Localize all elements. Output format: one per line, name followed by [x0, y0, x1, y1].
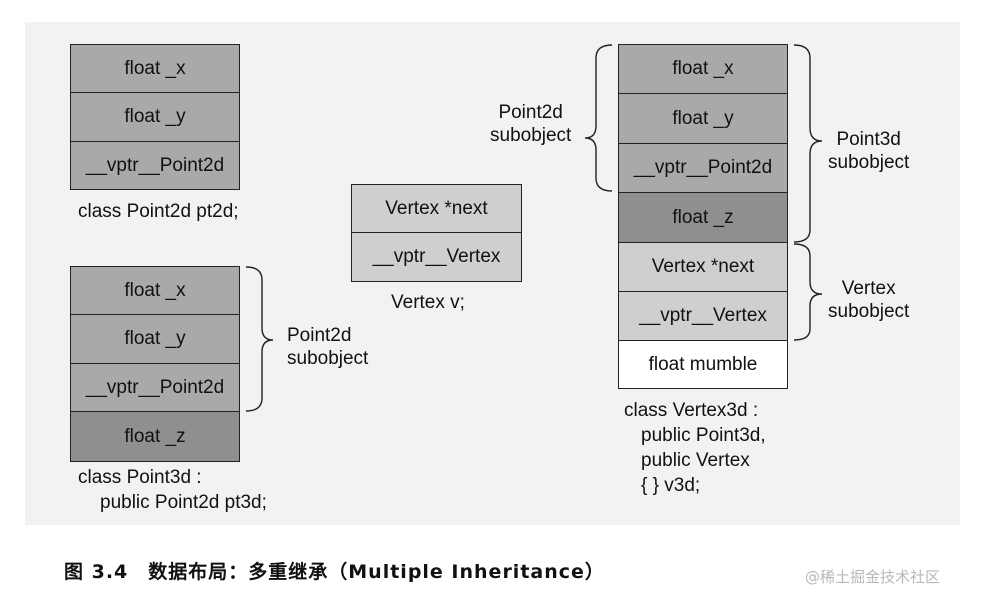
v3d-field-vptr-vertex: __vptr__Vertex	[619, 292, 787, 341]
v3d-field-x: float _x	[619, 45, 787, 94]
figure-caption: 图 3.4 数据布局：多重继承（Multiple Inheritance）	[64, 561, 605, 583]
v3d-point3d-brace	[793, 44, 823, 243]
pt2d-field-x: float _x	[71, 45, 239, 93]
v3d-caption: class Vertex3d : public Point3d, public …	[624, 400, 766, 496]
pt2d-field-y: float _y	[71, 93, 239, 142]
pt3d-field-z: float _z	[71, 412, 239, 461]
v3d-field-vptr-point2d: __vptr__Point2d	[619, 144, 787, 193]
pt3d-field-vptr: __vptr__Point2d	[71, 364, 239, 412]
vertex-field-vptr: __vptr__Vertex	[352, 233, 521, 281]
pt3d-field-x: float _x	[71, 267, 239, 315]
pt2d-caption: class Point2d pt2d;	[78, 201, 239, 222]
pt3d-caption: class Point3d : public Point2d pt3d;	[78, 467, 267, 513]
vertex-layout: Vertex *next __vptr__Vertex	[351, 184, 522, 282]
v3d-field-mumble: float mumble	[619, 341, 787, 388]
pt3d-layout: float _x float _y __vptr__Point2d float …	[70, 266, 240, 462]
v3d-vertex-brace	[793, 243, 823, 341]
pt3d-point2d-brace	[245, 266, 274, 412]
watermark: @稀土掘金技术社区	[805, 568, 941, 586]
pt3d-field-y: float _y	[71, 315, 239, 364]
vertex-caption: Vertex v;	[391, 292, 465, 313]
v3d-left-brace	[584, 44, 613, 192]
v3d-layout: float _x float _y __vptr__Point2d float …	[618, 44, 788, 389]
pt2d-field-vptr: __vptr__Point2d	[71, 142, 239, 189]
pt2d-layout: float _x float _y __vptr__Point2d	[70, 44, 240, 190]
v3d-field-z: float _z	[619, 193, 787, 243]
v3d-field-y: float _y	[619, 94, 787, 144]
vertex-field-next: Vertex *next	[352, 185, 521, 233]
v3d-field-next: Vertex *next	[619, 243, 787, 292]
